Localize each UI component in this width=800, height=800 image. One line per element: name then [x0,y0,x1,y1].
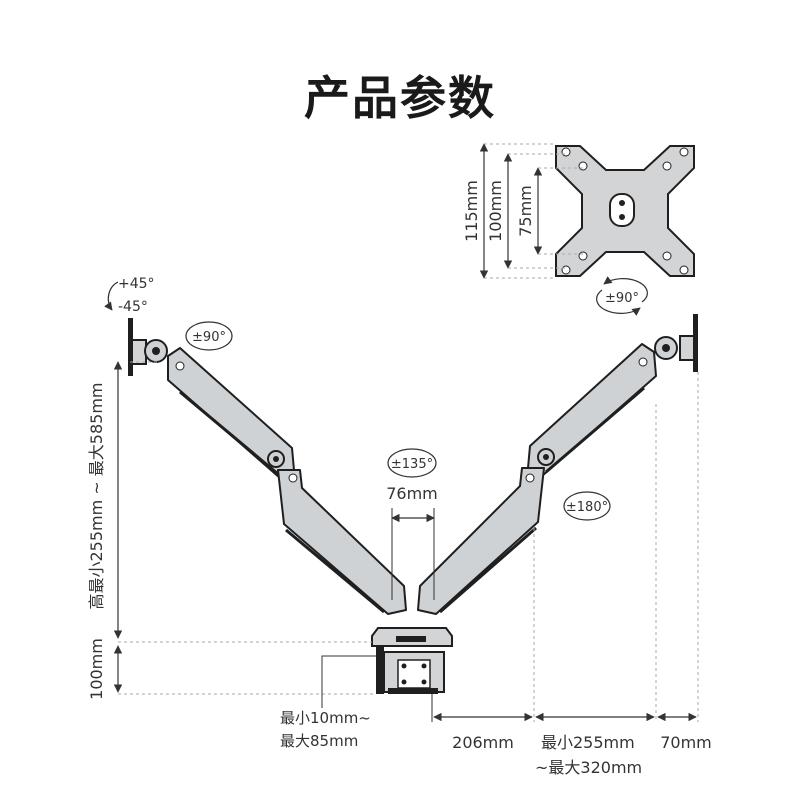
height-label: 高最小255mm ~ 最大585mm [87,382,106,609]
pole-gap-label: 76mm [386,484,438,503]
reach-line1-label: 最小255mm [541,733,635,752]
left-swivel-icon [185,321,233,351]
right-swivel-label: ±180° [566,500,608,515]
vesa-plate [555,145,695,277]
tilt-down-label: -45° [118,299,148,315]
pole-gap-dimension [391,508,435,600]
vesa-dimension-lines [479,143,583,279]
vesa-rotate-icon [596,276,648,316]
tilt-icon [104,281,119,311]
center-swivel-label: ±135° [391,457,433,472]
left-lower-arm [277,469,407,615]
height-dimension [113,361,376,695]
page-title: 产品参数 [304,71,496,125]
offset-70-label: 70mm [660,733,712,752]
clamp-range-line1: 最小10mm~ [280,709,371,727]
clamp-leader [321,655,376,708]
depth-dimensions [431,372,699,722]
left-monitor-mount [128,318,168,376]
right-swivel-icon [563,491,611,521]
vesa-rotate-label: ±90° [605,291,639,306]
vesa-dim-115-label: 115mm [462,180,481,242]
right-upper-arm [527,343,657,477]
clamp-range-line2: 最大85mm [280,732,358,750]
left-upper-arm [167,347,295,479]
base-height-label: 100mm [87,638,106,700]
left-swivel-label: ±90° [192,330,226,345]
center-swivel-icon [387,448,437,478]
right-lower-arm [417,467,545,615]
vesa-dim-75-label: 75mm [516,185,535,237]
reach-line2-label: ~最大320mm [535,758,642,777]
vesa-dim-100-label: 100mm [486,180,505,242]
tilt-up-label: +45° [118,276,155,292]
right-monitor-mount [654,314,698,372]
base-clamp [371,627,453,694]
depth-206-label: 206mm [452,733,514,752]
